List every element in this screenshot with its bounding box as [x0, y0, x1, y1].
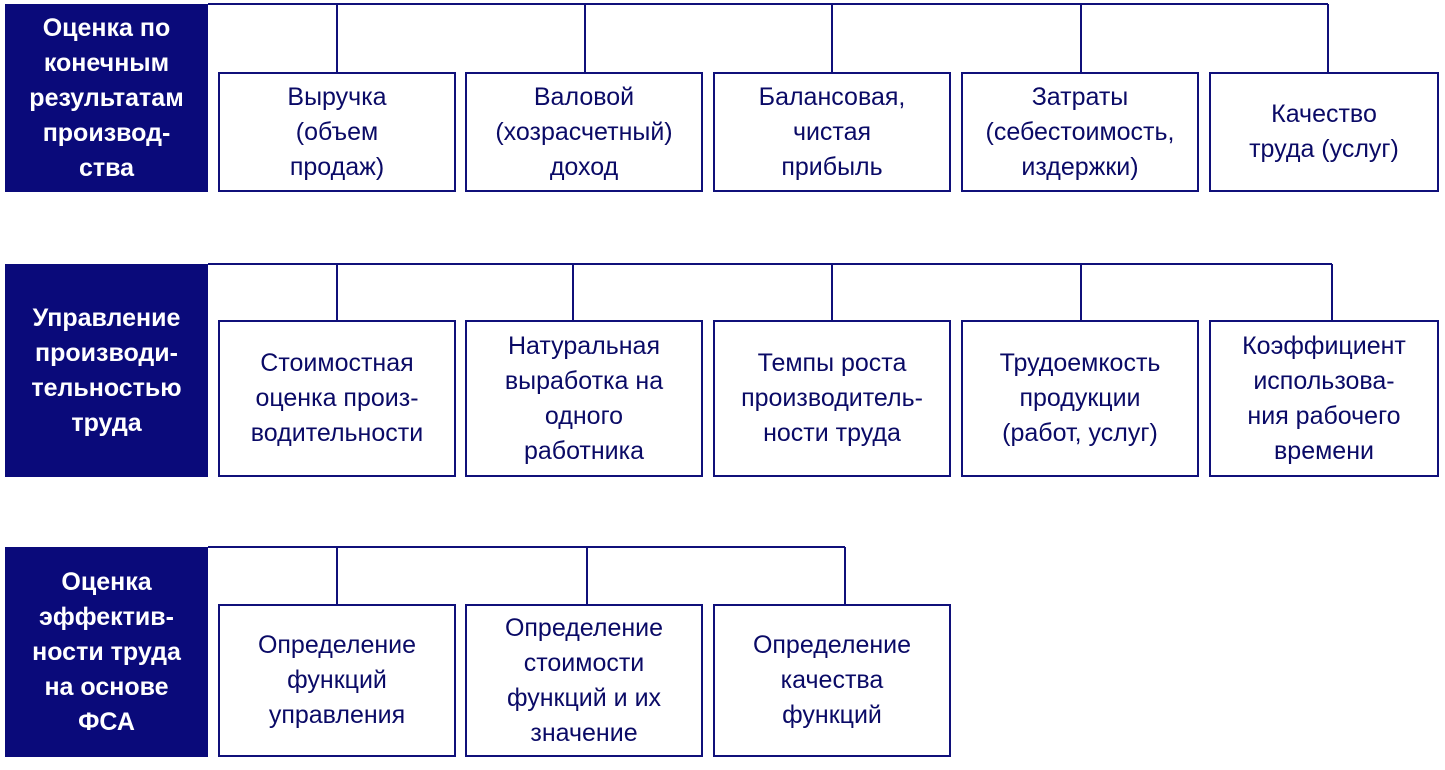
box-productivity-growth: Темпы роста производитель- ности труда	[713, 320, 951, 477]
box-function-definition: Определение функций управления	[218, 604, 456, 757]
box-natural-output: Натуральная выработка на одного работник…	[465, 320, 703, 477]
box-cost-productivity: Стоимостная оценка произ- водительности	[218, 320, 456, 477]
box-labor-intensity: Трудоемкость продукции (работ, услуг)	[961, 320, 1199, 477]
group-title-final-results: Оценка по конечным результатам производ-…	[5, 4, 208, 192]
box-work-quality: Качество труда (услуг)	[1209, 72, 1439, 192]
box-work-time-coefficient: Коэффициент использова- ния рабочего вре…	[1209, 320, 1439, 477]
box-revenue: Выручка (объем продаж)	[218, 72, 456, 192]
box-function-quality: Определение качества функций	[713, 604, 951, 757]
group-title-productivity-management: Управление производи- тельностью труда	[5, 264, 208, 477]
box-function-cost: Определение стоимости функций и их значе…	[465, 604, 703, 757]
box-costs: Затраты (себестоимость, издержки)	[961, 72, 1199, 192]
group-title-fsa-efficiency: Оценка эффектив- ности труда на основе Ф…	[5, 547, 208, 757]
box-net-profit: Балансовая, чистая прибыль	[713, 72, 951, 192]
box-gross-income: Валовой (хозрасчетный) доход	[465, 72, 703, 192]
